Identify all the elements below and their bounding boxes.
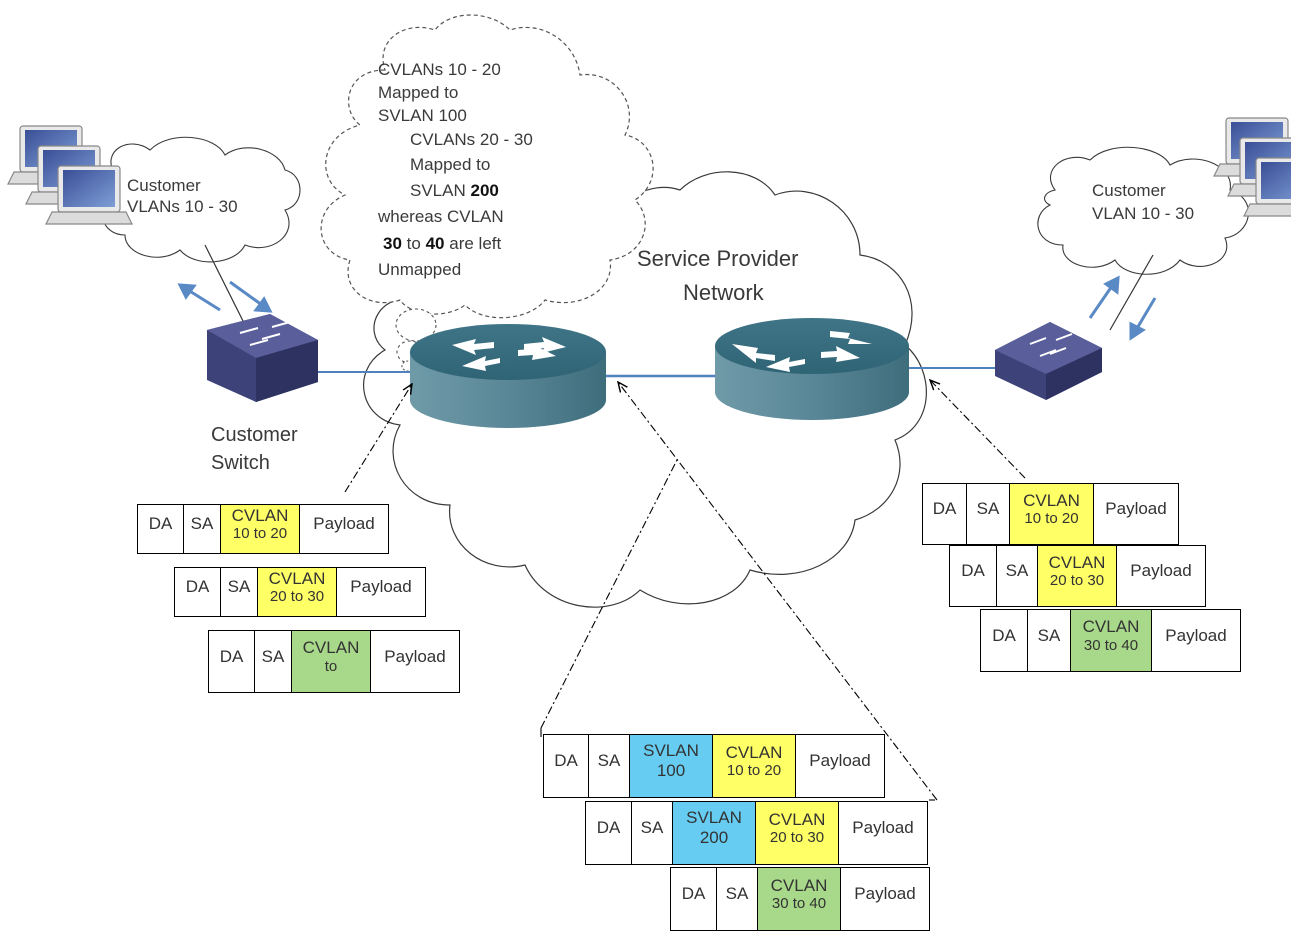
customer-switch-label: Switch	[211, 452, 270, 474]
cvlan-label: CVLAN	[1082, 617, 1140, 637]
customer-switch-icon	[995, 322, 1102, 400]
frame-da: DA	[174, 567, 221, 617]
frame-da: DA	[980, 609, 1028, 672]
callout-lines	[344, 380, 1026, 801]
frame-da: DA	[922, 483, 967, 545]
bubble-text-line: Mapped to	[410, 155, 491, 174]
frame-da: DA	[585, 801, 632, 865]
cvlan-label: CVLAN	[725, 742, 783, 762]
right-customer-cloud	[1037, 146, 1249, 275]
cvlan-range: 20 to 30	[1049, 572, 1105, 590]
provider-router-icon	[410, 324, 606, 428]
link-right-laptop-switch	[1109, 254, 1154, 331]
cvlan-label: CVLAN	[1048, 552, 1106, 572]
laptop-stack-icon	[7, 125, 133, 225]
frame-payload: Payload	[370, 630, 460, 693]
cvlan-range: 30 to 40	[1083, 636, 1139, 654]
cvlan-label: CVLAN	[1023, 490, 1080, 510]
frame-payload: Payload	[1151, 609, 1241, 672]
frame-payload: Payload	[838, 801, 928, 865]
frame-sa: SA	[716, 867, 758, 931]
bubble-text-line: Unmapped	[378, 260, 462, 279]
frame-payload: Payload	[840, 867, 930, 931]
left-customer-cloud	[102, 136, 301, 263]
frame-sa: SA	[631, 801, 673, 865]
cvlan-range: 30 to 40	[771, 895, 827, 913]
provider-network-label: Service Provider	[637, 246, 799, 271]
provider-network-label: Network	[683, 280, 764, 305]
bubble-text-line: SVLAN 100	[378, 106, 467, 125]
frame-sa: SA	[588, 734, 630, 798]
customer-switch-icon	[207, 314, 318, 402]
cvlan-label: CVLAN	[770, 875, 828, 895]
svlan-label: SVLAN	[686, 808, 742, 828]
frame-sa: SA	[966, 483, 1010, 545]
svlan-id: 200	[699, 828, 729, 847]
frame-da: DA	[670, 867, 717, 931]
cvlan-range: 20 to 30	[769, 829, 825, 847]
cvlan-label: CVLAN	[231, 505, 289, 525]
cvlan-label: CVLAN	[302, 638, 360, 658]
frame-da: DA	[543, 734, 589, 798]
svlan-label: SVLAN	[643, 741, 699, 761]
bubble-text-line: SVLAN 200	[410, 181, 499, 200]
provider-router-icon	[715, 318, 909, 420]
frame-da: DA	[949, 545, 997, 607]
right-cloud-label: Customer	[1092, 181, 1166, 200]
right-cloud-label: VLAN 10 - 30	[1092, 204, 1195, 223]
frame-payload: Payload	[1093, 483, 1179, 545]
frame-sa: SA	[1027, 609, 1071, 672]
cvlan-range: 10 to 20	[232, 525, 288, 543]
frame-payload: Payload	[336, 567, 426, 617]
cvlan-range: to	[324, 657, 338, 675]
frame-sa: SA	[254, 630, 292, 693]
bubble-text-line: 30 to 40 are left	[383, 234, 502, 253]
left-cloud-label: Customer	[127, 176, 201, 195]
thought-bubble-cloud	[320, 14, 654, 319]
cvlan-range: 10 to 20	[726, 762, 782, 780]
cvlan-range: 10 to 20	[1024, 510, 1079, 528]
frame-payload: Payload	[299, 504, 389, 554]
bubble-text-line: CVLANs 10 - 20	[378, 60, 501, 79]
customer-switch-label: Customer	[211, 424, 298, 446]
cvlan-label: CVLAN	[268, 568, 326, 588]
cvlan-range: 20 to 30	[269, 588, 325, 606]
frame-payload: Payload	[1116, 545, 1206, 607]
frame-da: DA	[137, 504, 184, 554]
frame-da: DA	[208, 630, 255, 693]
frame-sa: SA	[220, 567, 258, 617]
frame-sa: SA	[996, 545, 1038, 607]
bubble-text-line: CVLANs 20 - 30	[410, 130, 533, 149]
left-cloud-label: VLANs 10 - 30	[127, 197, 238, 216]
arrow-icon	[177, 275, 1157, 341]
bubble-text-line: Mapped to	[378, 83, 459, 102]
svlan-id: 100	[656, 761, 686, 780]
frame-payload: Payload	[795, 734, 885, 798]
frame-sa: SA	[183, 504, 221, 554]
cvlan-label: CVLAN	[768, 809, 826, 829]
thought-bubble-dot	[395, 308, 437, 342]
bubble-text-line: whereas CVLAN	[378, 207, 504, 226]
